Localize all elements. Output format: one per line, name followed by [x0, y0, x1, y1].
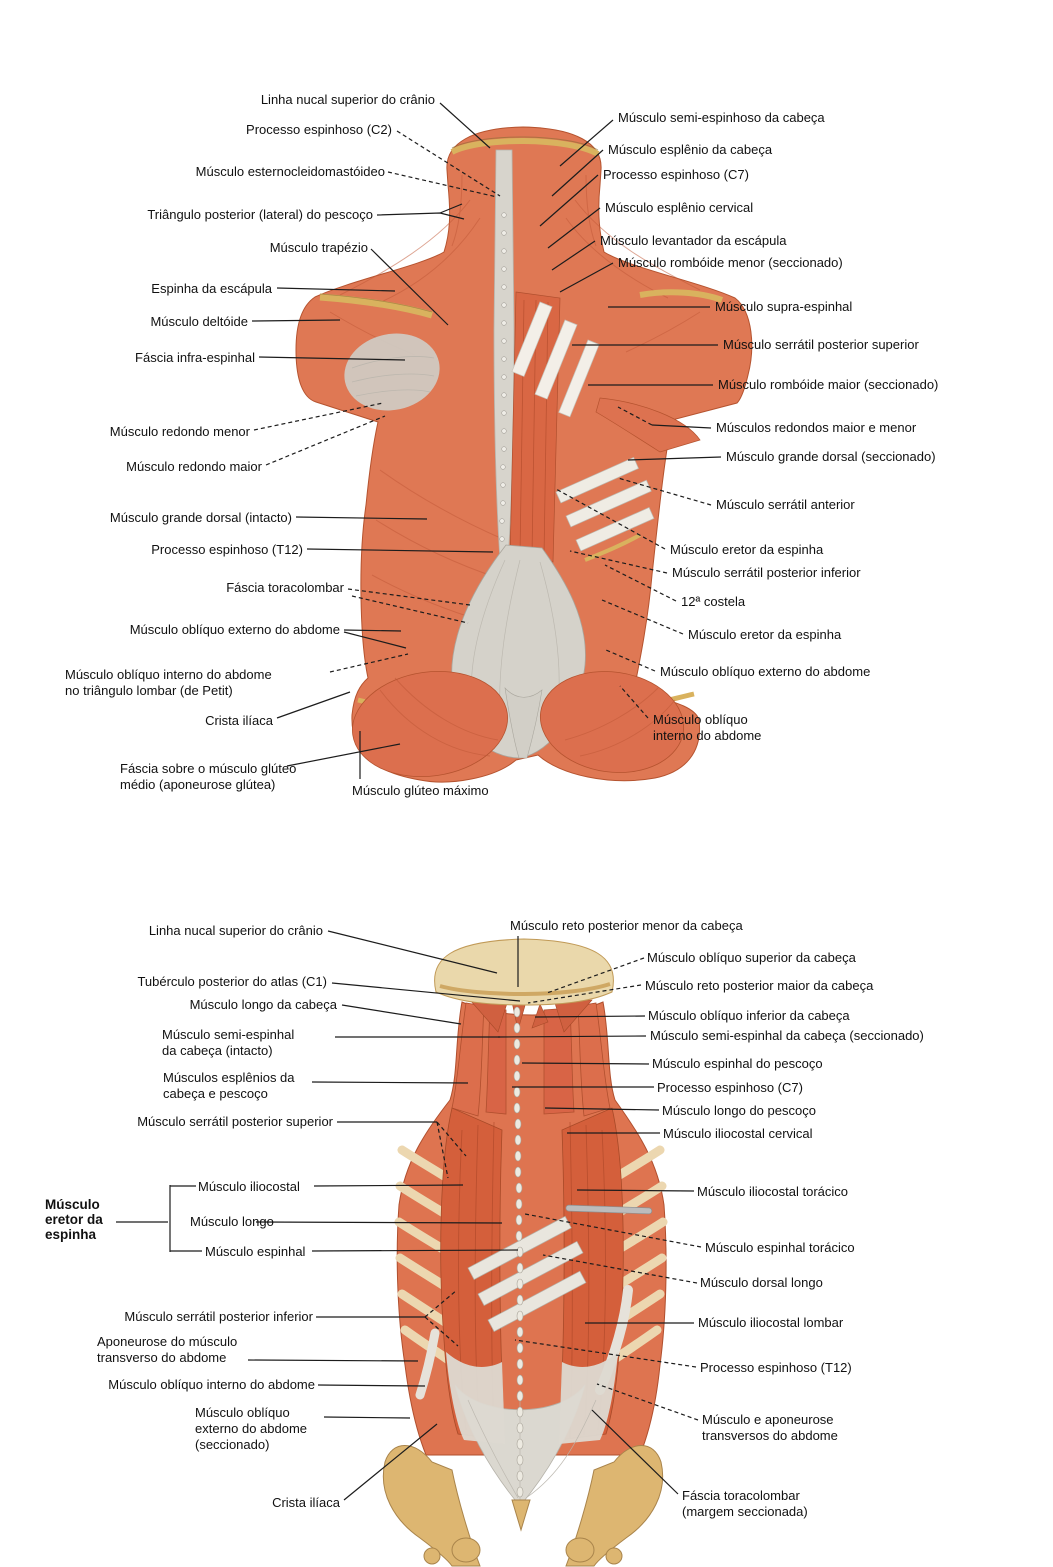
fig1-label-processo-espinhoso-c2: Processo espinhoso (C2): [246, 122, 392, 137]
fig1-label-esternocleidomastoideo: Músculo esternocleidomastóideo: [195, 164, 385, 179]
fig1-label-grande-dorsal-seccionado: Músculo grande dorsal (seccionado): [726, 449, 936, 464]
fig2-label-processo-c7: Processo espinhoso (C7): [657, 1080, 803, 1095]
fig2-label-longo-pescoco: Músculo longo do pescoço: [662, 1103, 816, 1118]
fig2-label-processo-t12: Processo espinhoso (T12): [700, 1360, 852, 1375]
fig1-label-triangulo-posterior: Triângulo posterior (lateral) do pescoço: [147, 207, 373, 222]
fig2-label-tuberculo-atlas-c1: Tubérculo posterior do atlas (C1): [137, 974, 327, 989]
fig2-label-eretor-grupo-titulo: Músculo eretor da espinha: [45, 1197, 103, 1242]
figure2-body: [382, 938, 668, 1567]
fig2-label-dorsal-longo: Músculo dorsal longo: [700, 1275, 823, 1290]
fig2-label-obliquo-inferior-cabeca: Músculo oblíquo inferior da cabeça: [648, 1008, 850, 1023]
fig2-label-reto-post-maior: Músculo reto posterior maior da cabeça: [645, 978, 874, 993]
fig1-label-grande-dorsal-intacto: Músculo grande dorsal (intacto): [109, 510, 292, 525]
fig1-label-processo-espinhoso-c7: Processo espinhoso (C7): [603, 167, 749, 182]
fig1-label-redondo-maior: Músculo redondo maior: [126, 459, 262, 474]
fig1-label-trapezio: Músculo trapézio: [269, 240, 368, 255]
fig1-label-obliquo-externo-dir: Músculo oblíquo externo do abdome: [660, 664, 871, 679]
fig2-label-serratil-post-superior: Músculo serrátil posterior superior: [137, 1114, 333, 1129]
fig2-label-linha-nucal: Linha nucal superior do crânio: [148, 923, 323, 938]
fig2-label-obliquo-interno: Músculo oblíquo interno do abdome: [108, 1377, 315, 1392]
fig1-label-redondos-maior-menor: Músculos redondos maior e menor: [716, 420, 917, 435]
fig2-label-iliocostal-lombar: Músculo iliocostal lombar: [698, 1315, 844, 1330]
figure1-leader-lines: [251, 102, 722, 779]
fig2-label-espinhal-toracico: Músculo espinhal torácico: [705, 1240, 855, 1255]
fig1-label-eretor-espinha-2: Músculo eretor da espinha: [688, 627, 842, 642]
fig2-label-espinhal: Músculo espinhal: [205, 1244, 306, 1259]
figure2-leader-lines: [116, 930, 702, 1501]
fig1-label-crista-iliaca: Crista ilíaca: [205, 713, 273, 728]
fig1-label-processo-espinhoso-t12: Processo espinhoso (T12): [151, 542, 303, 557]
fig1-label-esplenio-cervical: Músculo esplênio cervical: [605, 200, 754, 215]
fig2-label-aponeurose-transverso: Aponeurose do músculo transverso do abdo…: [97, 1334, 238, 1365]
fig2-label-iliocostal: Músculo iliocostal: [198, 1179, 300, 1194]
fig1-label-deltoide: Músculo deltóide: [150, 314, 248, 329]
fig1-label-serratil-anterior: Músculo serrátil anterior: [716, 497, 855, 512]
fig2-label-semi-espinhal-secc: Músculo semi-espinhal da cabeça (seccion…: [650, 1028, 924, 1043]
fig2-label-reto-post-menor: Músculo reto posterior menor da cabeça: [510, 918, 743, 933]
fig2-label-longo-da-cabeca: Músculo longo da cabeça: [189, 997, 337, 1012]
figure1-body: [295, 126, 753, 783]
fig2-label-crista-iliaca: Crista ilíaca: [272, 1495, 340, 1510]
fig1-label-12-costela: 12ª costela: [681, 594, 746, 609]
fig1-label-gluteo-maximo: Músculo glúteo máximo: [352, 783, 489, 798]
fig1-label-fascia-infra-espinhal: Fáscia infra-espinhal: [135, 350, 255, 365]
fig1-label-serratil-post-superior: Músculo serrátil posterior superior: [723, 337, 919, 352]
fig1-label-levantador-escapula: Músculo levantador da escápula: [600, 233, 787, 248]
fig1-label-obliquo-interno-dir: Músculo oblíquo interno do abdome: [653, 712, 762, 743]
fig2-label-longo: Músculo longo: [190, 1214, 274, 1229]
fig2-label-serratil-post-inferior: Músculo serrátil posterior inferior: [124, 1309, 313, 1324]
fig1-label-linha-nucal-superior: Linha nucal superior do crânio: [260, 92, 435, 107]
fig2-label-espinhal-pescoco: Músculo espinhal do pescoço: [652, 1056, 823, 1071]
fig1-label-obliquo-interno-petit: Músculo oblíquo interno do abdome no tri…: [65, 667, 272, 698]
fig2-label-iliocostal-cervical: Músculo iliocostal cervical: [663, 1126, 813, 1141]
fig1-label-romboide-maior: Músculo rombóide maior (seccionado): [718, 377, 939, 392]
fig1-label-espinha-da-escapula: Espinha da escápula: [151, 281, 272, 296]
fig2-label-iliocostal-toracico: Músculo iliocostal torácico: [697, 1184, 849, 1199]
fig1-label-esplenio-cabeca: Músculo esplênio da cabeça: [608, 142, 773, 157]
fig1-label-supra-espinhal: Músculo supra-espinhal: [715, 299, 853, 314]
fig2-label-transversos-abdome: Músculo e aponeurose transversos do abdo…: [702, 1412, 838, 1443]
fig1-label-obliquo-externo-esq: Músculo oblíquo externo do abdome: [129, 622, 340, 637]
fig1-label-romboide-menor: Músculo rombóide menor (seccionado): [618, 255, 843, 270]
fig1-label-fascia-toracolombar: Fáscia toracolombar: [226, 580, 344, 595]
fig1-label-semi-espinhoso-cabeca: Músculo semi-espinhoso da cabeça: [618, 110, 825, 125]
fig1-label-eretor-espinha-1: Músculo eretor da espinha: [670, 542, 824, 557]
fig2-label-fascia-toracolombar: Fáscia toracolombar (margem seccionada): [682, 1488, 808, 1519]
fig2-label-semi-espinhal-intacto: Músculo semi-espinhal da cabeça (intacto…: [162, 1027, 295, 1058]
fig2-label-esplenios: Músculos esplênios da cabeça e pescoço: [163, 1070, 295, 1101]
fig1-label-serratil-post-inferior: Músculo serrátil posterior inferior: [672, 565, 861, 580]
fig1-label-fascia-glutea: Fáscia sobre o músculo glúteo médio (apo…: [120, 761, 297, 792]
fig1-label-redondo-menor: Músculo redondo menor: [109, 424, 250, 439]
fig2-label-obliquo-externo-secc: Músculo oblíquo externo do abdome (secci…: [195, 1405, 308, 1452]
fig2-label-obliquo-superior-cabeca: Músculo oblíquo superior da cabeça: [647, 950, 856, 965]
